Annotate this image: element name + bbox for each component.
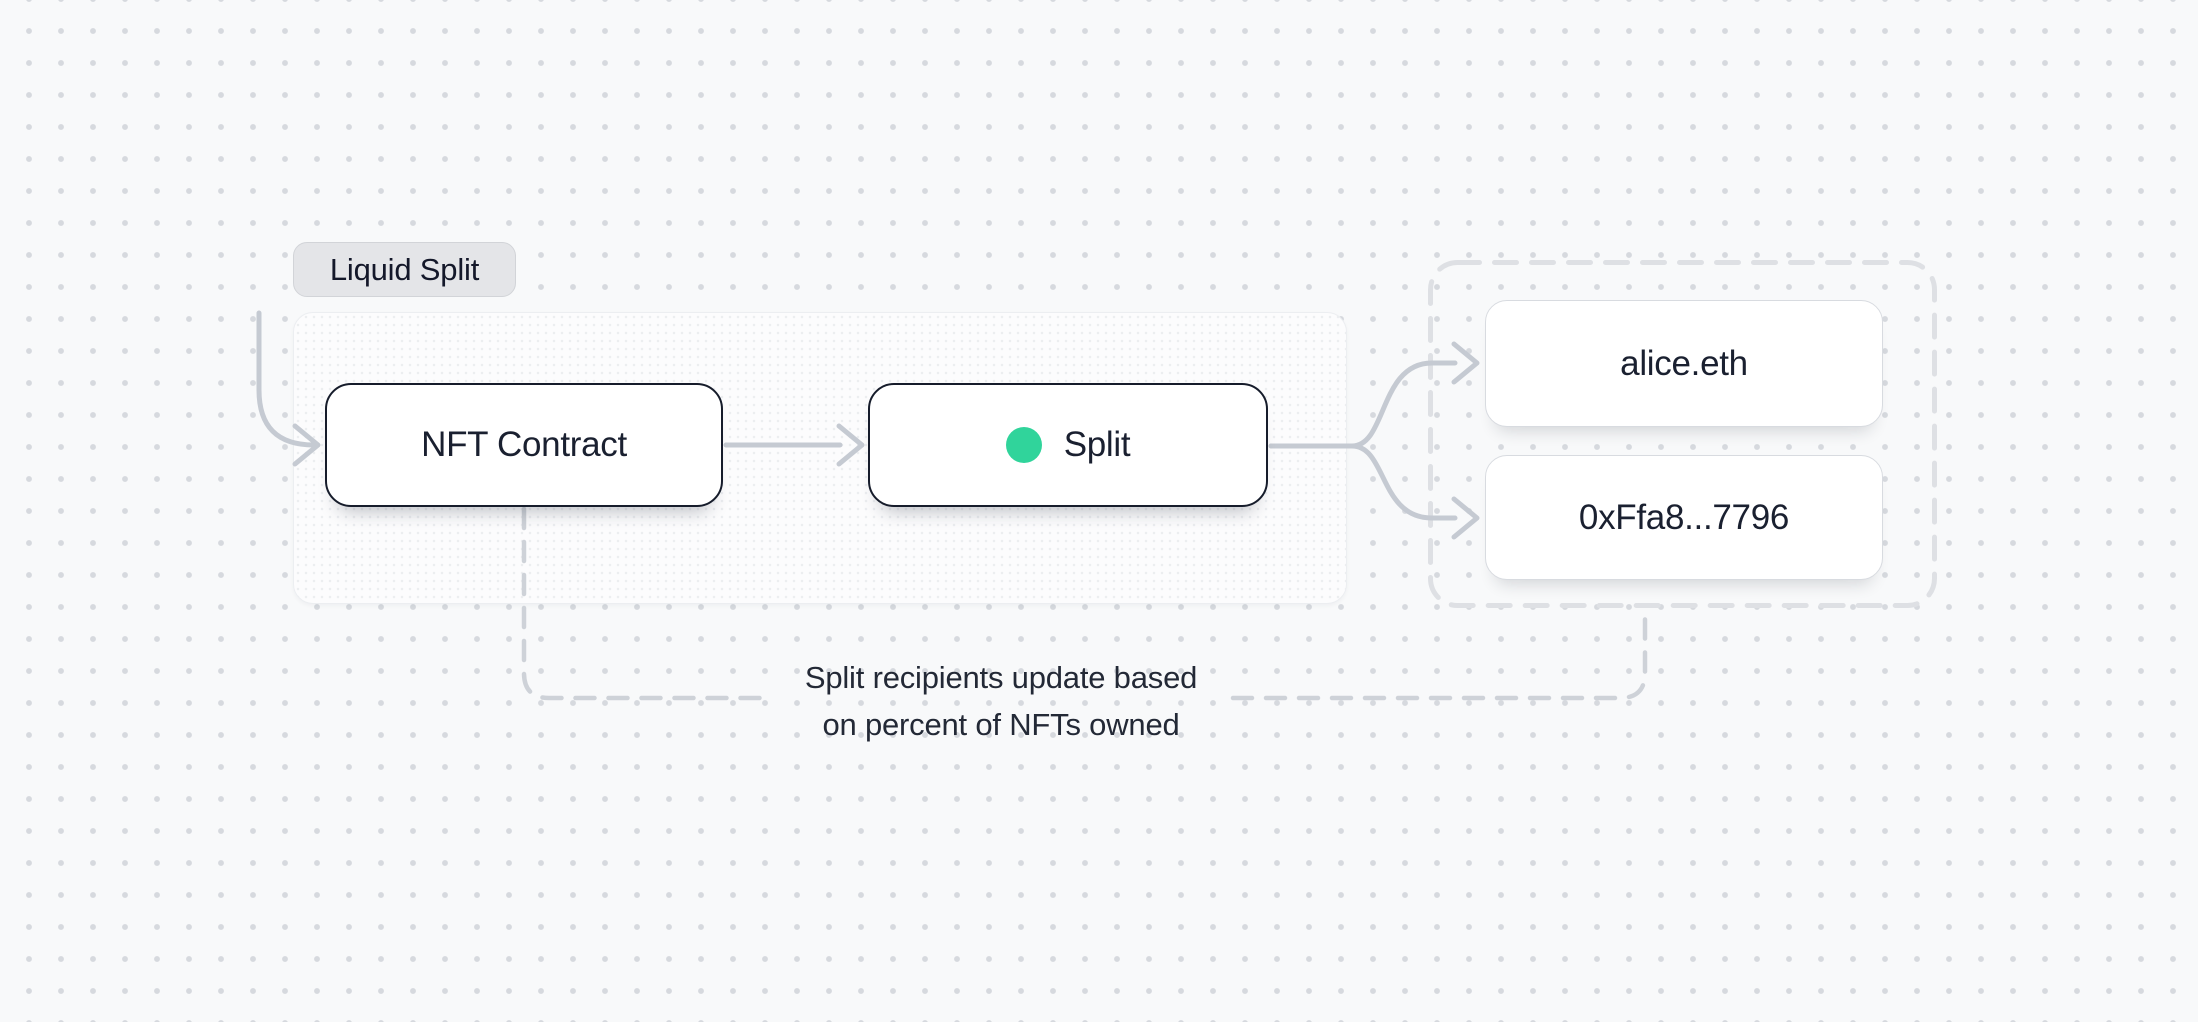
node-label: Split (1063, 425, 1131, 464)
liquid-split-badge: Liquid Split (293, 242, 516, 297)
badge-label: Liquid Split (329, 251, 480, 287)
node-label: alice.eth (1620, 343, 1748, 383)
arrowhead-icon (1451, 341, 1480, 385)
annotation-line-2: on percent of NFTs owned (822, 707, 1180, 742)
status-dot-icon (1005, 427, 1042, 463)
feedback-annotation: Split recipients update based on percent… (805, 654, 1197, 748)
arrowhead-icon (1451, 496, 1480, 540)
node-label: 0xFfa8...7796 (1578, 497, 1790, 537)
node-recipient-alice[interactable]: alice.eth (1485, 300, 1883, 427)
node-recipient-address[interactable]: 0xFfa8...7796 (1485, 455, 1883, 580)
node-nft-contract[interactable]: NFT Contract (325, 383, 723, 507)
node-label: NFT Contract (421, 425, 627, 464)
node-split[interactable]: Split (868, 383, 1268, 507)
annotation-line-1: Split recipients update based (804, 660, 1198, 695)
